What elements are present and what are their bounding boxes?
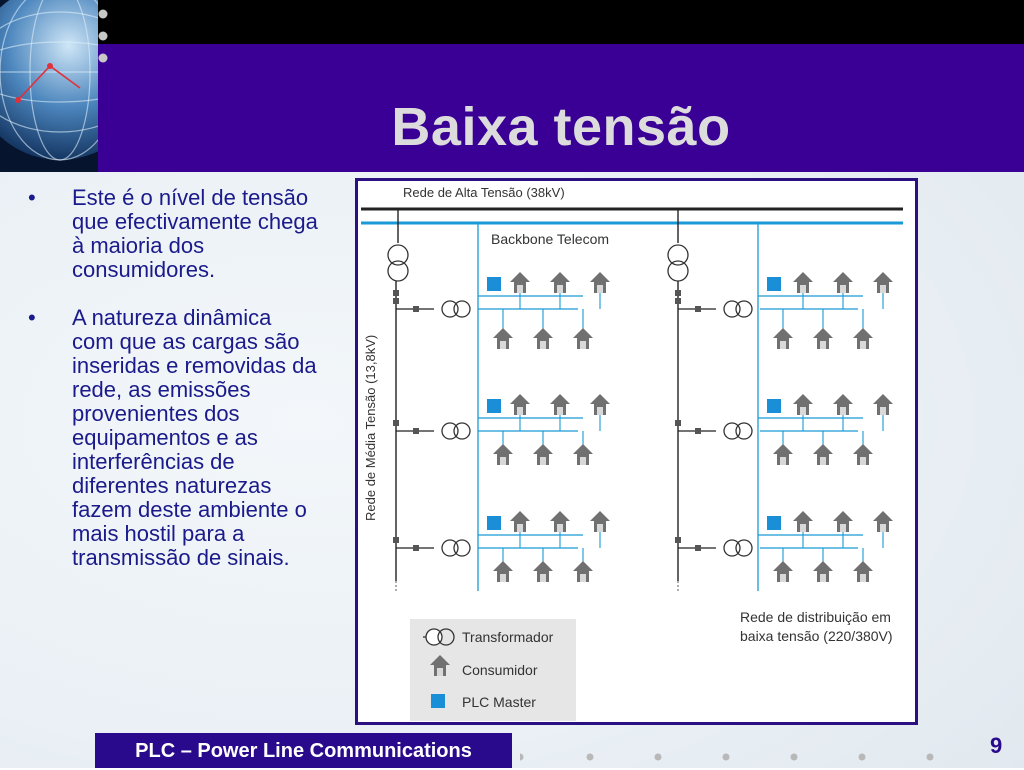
- plc-master-icon: [487, 399, 501, 413]
- transformer-icon: [423, 628, 455, 646]
- switch-icon: [393, 290, 399, 296]
- legend-transformer-label: Transformador: [462, 629, 554, 645]
- switch-icon: [393, 537, 399, 543]
- house-icon: [833, 394, 853, 415]
- substation-transformer-icon: [387, 244, 409, 282]
- distribution-sections: [387, 209, 893, 591]
- high-voltage-label: Rede de Alta Tensão (38kV): [403, 185, 565, 200]
- house-icon: [493, 444, 513, 465]
- house-icon: [533, 444, 553, 465]
- house-icon: [573, 561, 593, 582]
- switch-icon: [413, 428, 419, 434]
- house-icon: [573, 444, 593, 465]
- low-voltage-label-line1: Rede de distribuição em: [740, 609, 891, 625]
- house-icon: [573, 328, 593, 349]
- house-icon: [853, 561, 873, 582]
- bullet-list: Este é o nível de tensão que efectivamen…: [28, 186, 318, 594]
- network-diagram: Rede de Alta Tensão (38kV) Backbone Tele…: [355, 178, 918, 725]
- switch-icon: [393, 298, 399, 304]
- house-icon: [510, 272, 530, 293]
- page-number: 9: [990, 733, 1003, 758]
- house-icon: [793, 394, 813, 415]
- house-icon: [773, 328, 793, 349]
- house-icon: [590, 394, 610, 415]
- switch-icon: [393, 420, 399, 426]
- house-icon: [493, 328, 513, 349]
- plc-master-icon: [487, 277, 501, 291]
- switch-icon: [675, 290, 681, 296]
- slide-title: Baixa tensão: [391, 97, 731, 157]
- globe-logo: [0, 0, 98, 172]
- plc-master-icon: [767, 277, 781, 291]
- substation-transformer-icon: [667, 244, 689, 282]
- transformer-icon: [723, 300, 753, 318]
- house-icon: [550, 511, 570, 532]
- plc-master-icon: [487, 516, 501, 530]
- transformer-icon: [441, 422, 471, 440]
- house-icon: [873, 394, 893, 415]
- plc-master-icon: [431, 694, 445, 708]
- house-icon: [813, 328, 833, 349]
- house-icon: [873, 511, 893, 532]
- transformer-icon: [723, 539, 753, 557]
- medium-voltage-label: Rede de Média Tensão (13,8kV): [363, 335, 378, 521]
- house-icon: [853, 328, 873, 349]
- house-icon: [493, 561, 513, 582]
- house-icon: [833, 272, 853, 293]
- transformer-icon: [441, 539, 471, 557]
- house-icon: [873, 272, 893, 293]
- bullet-item: A natureza dinâmica com que as cargas sã…: [28, 306, 318, 570]
- house-icon: [533, 561, 553, 582]
- house-icon: [550, 394, 570, 415]
- house-icon: [510, 394, 530, 415]
- switch-icon: [675, 420, 681, 426]
- house-icon: [793, 511, 813, 532]
- backbone-label: Backbone Telecom: [491, 231, 609, 247]
- house-icon: [813, 561, 833, 582]
- top-bar: [0, 0, 1024, 44]
- low-voltage-label-line2: baixa tensão (220/380V): [740, 628, 893, 644]
- house-icon: [533, 328, 553, 349]
- footer-dots: [520, 753, 934, 761]
- decorative-dots: [98, 9, 108, 63]
- house-icon: [773, 561, 793, 582]
- house-icon: [773, 444, 793, 465]
- house-icon: [510, 511, 530, 532]
- switch-icon: [695, 545, 701, 551]
- switch-icon: [675, 298, 681, 304]
- legend-plc-master-label: PLC Master: [462, 694, 536, 710]
- transformer-icon: [723, 422, 753, 440]
- bullet-item: Este é o nível de tensão que efectivamen…: [28, 186, 318, 282]
- title-bar: [98, 44, 1024, 172]
- switch-icon: [695, 428, 701, 434]
- house-icon: [590, 511, 610, 532]
- house-icon: [590, 272, 610, 293]
- legend: Transformador Consumidor PLC Master: [410, 619, 576, 721]
- footer-title: PLC – Power Line Communications: [95, 733, 512, 768]
- transformer-icon: [441, 300, 471, 318]
- house-icon: [793, 272, 813, 293]
- plc-master-icon: [767, 399, 781, 413]
- house-icon: [813, 444, 833, 465]
- house-icon: [833, 511, 853, 532]
- legend-consumer-label: Consumidor: [462, 662, 538, 678]
- switch-icon: [695, 306, 701, 312]
- plc-master-icon: [767, 516, 781, 530]
- switch-icon: [413, 545, 419, 551]
- switch-icon: [413, 306, 419, 312]
- house-icon: [853, 444, 873, 465]
- switch-icon: [675, 537, 681, 543]
- house-icon: [550, 272, 570, 293]
